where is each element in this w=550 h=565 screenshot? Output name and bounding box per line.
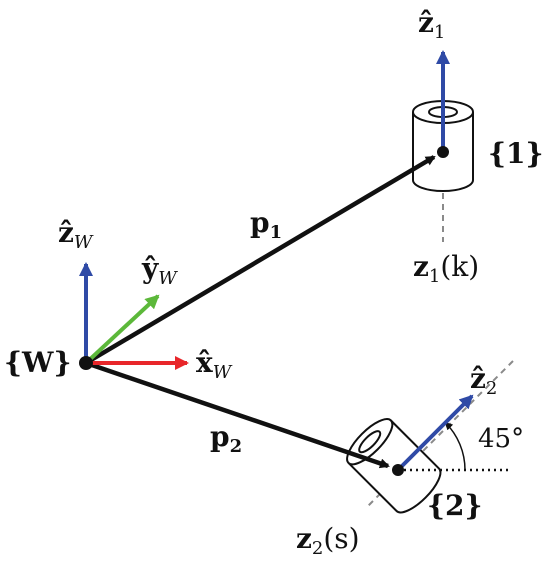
z1-hat-label: ẑ1	[418, 6, 445, 43]
z2-hat-label: ẑ2	[470, 362, 497, 399]
world-frame	[79, 262, 189, 370]
origin-2-dot	[392, 464, 404, 476]
xW-hat-label: x̂W	[196, 346, 233, 383]
p1-label: p1	[250, 206, 282, 243]
yW-hat-label: ŷW	[141, 252, 178, 289]
p2-vector	[85, 360, 390, 469]
p1-vector	[84, 155, 436, 365]
origin-1-dot	[437, 146, 449, 158]
z2-axis-dashed	[366, 360, 514, 508]
sensor-1	[412, 50, 474, 242]
frame-1-label: {1}	[488, 137, 544, 170]
cylinder-2-hole	[358, 430, 382, 454]
sensor-2	[346, 360, 514, 514]
frame-W-label: {W}	[4, 346, 71, 379]
z1-label: z1(k)	[413, 250, 479, 287]
zW-hat-label: ẑW	[58, 216, 94, 253]
angle-label: 45°	[478, 424, 524, 454]
yW-hat-arrow	[84, 294, 160, 365]
p2-label: p2	[210, 420, 242, 457]
frame-2-label: {2}	[427, 489, 483, 522]
angle-arc	[444, 421, 466, 471]
z2-hat-arrow	[396, 394, 474, 472]
world-origin-dot	[79, 356, 93, 370]
z2-label: z2(s)	[296, 522, 360, 559]
